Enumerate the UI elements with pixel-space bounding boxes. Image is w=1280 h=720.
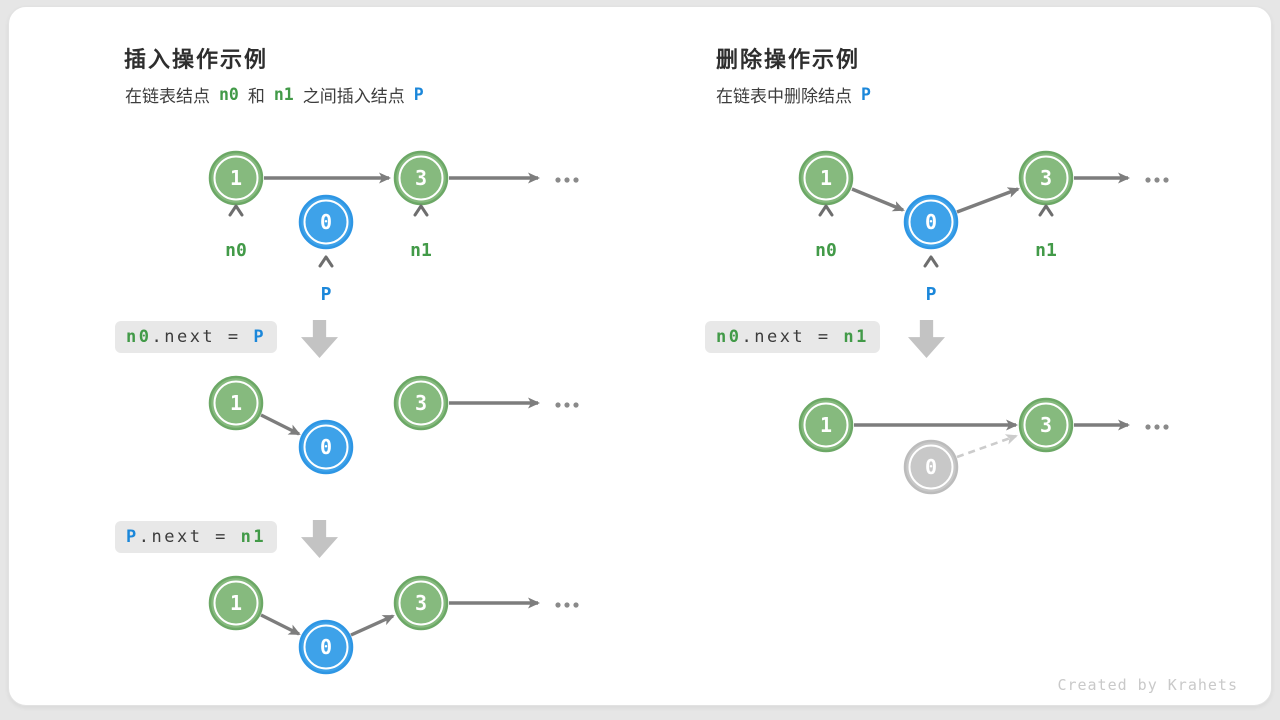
dashed-arrow-0-to-3 [956,434,1018,459]
subtitle-text: 在链表中删除结点 [716,87,852,106]
insert-panel-title: 插入操作示例 [124,47,269,72]
node-value: 3 [1040,166,1052,190]
arrow-0-to-3 [956,187,1020,214]
node-green-3: 3 [393,150,449,206]
ellipsis-icon [1145,177,1169,183]
insert-step1-diagram: 1 0 3 [208,375,579,475]
ellipsis-icon [555,177,579,183]
code-var: n0 [716,327,742,347]
node-value: 3 [1040,413,1052,437]
code-label-n0-next-p: n0.next = P [115,321,278,353]
ellipsis-icon [555,602,579,608]
caret-up-icon [413,204,429,217]
node-green-3: 3 [393,575,449,631]
caret-up-icon [1038,204,1054,217]
delete-panel-subtitle: 在链表中删除结点 P [716,82,871,107]
node-value: 0 [925,455,937,479]
subtitle-text: 在链表结点 [125,87,210,106]
code-label-n0-next-n1: n0.next = n1 [705,321,880,353]
insert-panel-subtitle: 在链表结点 n0 和 n1 之间插入结点 P [125,82,424,107]
arrow-1-to-0 [260,413,301,436]
code-var: P [126,527,139,547]
node-green-3: 3 [1018,397,1074,453]
node-blue-0: 0 [298,194,354,250]
caret-up-icon [318,255,334,268]
arrow-0-to-3 [350,614,395,637]
node-blue-0: 0 [298,419,354,475]
node-green-3: 3 [393,375,449,431]
code-op: .next = [138,527,241,547]
delete-step0-diagram: 1 0 3 n0 n1 P [798,150,1169,305]
ellipsis-icon [555,402,579,408]
node-blue-0: 0 [298,619,354,675]
pointer-label-p: P [926,284,937,305]
insert-step0-diagram: 1 0 3 n0 n1 P [208,150,579,305]
arrow-1-to-0 [260,613,301,636]
arrow-1-to-0 [851,187,905,212]
code-var: n0 [126,327,152,347]
code-op: .next = [741,327,844,347]
node-green-1: 1 [208,575,264,631]
subtitle-text: 和 [247,87,265,106]
code-op: .next = [151,327,254,347]
node-green-1: 1 [798,150,854,206]
token-p: P [861,85,871,104]
node-value: 1 [820,166,832,190]
node-value: 1 [230,591,242,615]
pointer-label-n0: n0 [225,240,247,261]
node-blue-0: 0 [903,194,959,250]
node-green-1: 1 [798,397,854,453]
node-value: 1 [820,413,832,437]
code-var: n1 [843,327,869,347]
node-value: 3 [415,166,427,190]
pointer-label-n1: n1 [1035,240,1057,261]
node-value: 0 [320,635,332,659]
code-var: n1 [240,527,267,547]
code-var: P [253,327,267,347]
node-value: 3 [415,591,427,615]
node-value: 1 [230,166,242,190]
insert-step2-diagram: 1 0 3 [208,575,579,675]
watermark-credit: Created by Krahets [1057,676,1238,694]
node-value: 3 [415,391,427,415]
caret-up-icon [818,204,834,217]
node-green-1: 1 [208,150,264,206]
code-label-p-next-n1: P.next = n1 [115,521,278,553]
ellipsis-icon [1145,424,1169,430]
node-value: 1 [230,391,242,415]
node-value: 0 [925,210,937,234]
node-gray-0: 0 [903,439,959,495]
node-value: 0 [320,435,332,459]
node-green-1: 1 [208,375,264,431]
delete-panel-title: 删除操作示例 [716,47,861,72]
subtitle-text: 之间插入结点 [302,87,405,106]
node-value: 0 [320,210,332,234]
token-n0: n0 [219,85,239,104]
token-n1: n1 [273,85,294,104]
caret-up-icon [923,255,939,268]
pointer-label-p: P [321,284,332,305]
pointer-label-n1: n1 [410,240,432,261]
caret-up-icon [228,204,244,217]
node-green-3: 3 [1018,150,1074,206]
pointer-label-n0: n0 [815,240,837,261]
token-p: P [413,85,424,104]
delete-step1-diagram: 0 1 3 [798,397,1169,495]
